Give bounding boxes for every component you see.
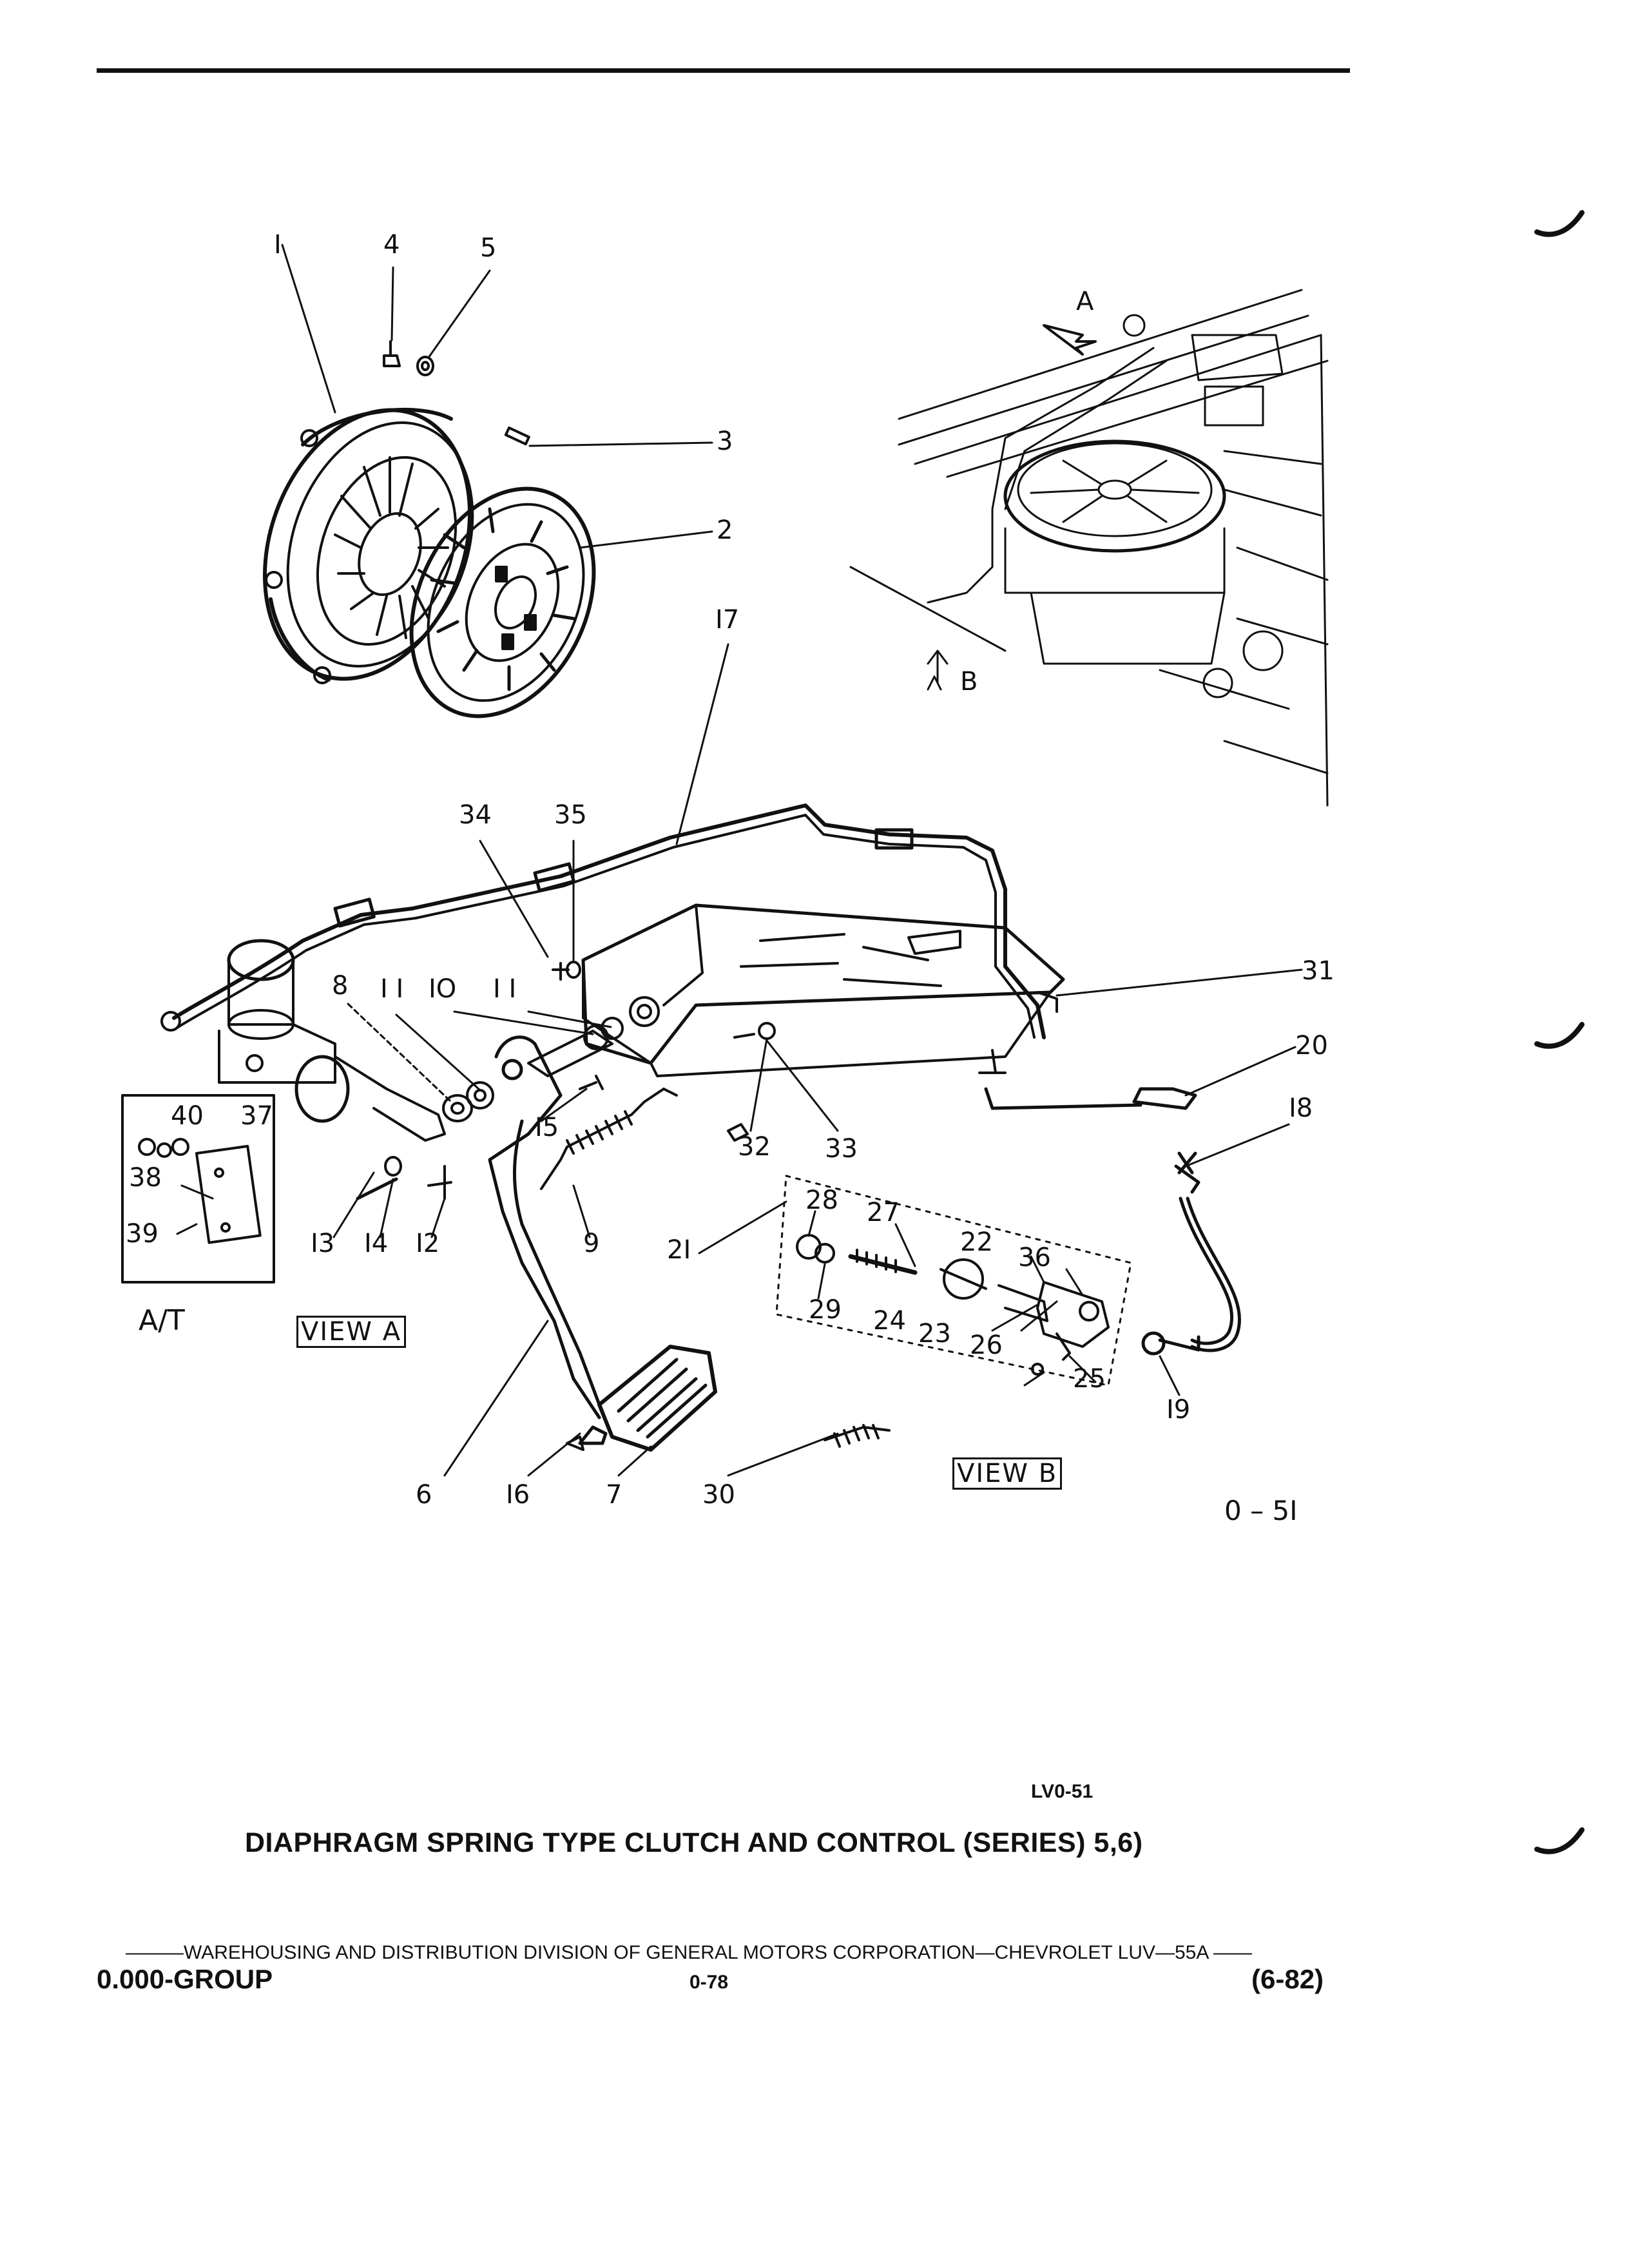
callout-31: 31 (1302, 956, 1335, 986)
view-a-label: VIEW A (296, 1316, 407, 1348)
master-cylinder (218, 939, 446, 1142)
callout-1: I (274, 230, 282, 260)
callout-33: 33 (825, 1134, 858, 1164)
pivot-parts (442, 1017, 624, 1122)
callout-35: 35 (554, 800, 587, 830)
binder-mark-2 (1534, 1022, 1585, 1049)
page-title: DIAPHRAGM SPRING TYPE CLUTCH AND CONTROL… (245, 1827, 1143, 1858)
callout-17: I7 (715, 605, 740, 635)
callout-6: 6 (416, 1480, 432, 1510)
clutch-pedal (488, 1035, 717, 1452)
callout-27: 27 (867, 1198, 900, 1227)
return-spring (540, 1088, 678, 1190)
view-marker-a: A (1076, 287, 1094, 316)
callout-25: 25 (1073, 1364, 1106, 1394)
binder-mark-1 (1534, 210, 1585, 237)
footer-page-number: 0-78 (689, 1972, 729, 1993)
clutch-disc (409, 486, 596, 718)
pedal-bracket (581, 903, 1065, 1077)
callout-39: 39 (126, 1219, 159, 1249)
at-parts (138, 1138, 262, 1244)
callout-11-right: I I (493, 974, 517, 1004)
callout-8: 8 (332, 971, 349, 1001)
footer-publisher-line: ———WAREHOUSING AND DISTRIBUTION DIVISION… (126, 1942, 1253, 1963)
small-fasteners-top (383, 340, 530, 446)
binder-mark-3 (1534, 1827, 1585, 1854)
pressure-plate-assembly (263, 407, 474, 684)
view-b-label: VIEW B (952, 1457, 1063, 1490)
spring-30 (824, 1424, 891, 1448)
callout-40: 40 (171, 1101, 204, 1131)
callout-16: I6 (506, 1480, 530, 1510)
engine-bay-view (849, 289, 1329, 807)
callout-30: 30 (702, 1480, 735, 1510)
callout-20: 20 (1295, 1031, 1328, 1061)
callout-23: 23 (918, 1319, 951, 1349)
at-box (121, 1094, 275, 1283)
callout-21: 2I (667, 1235, 691, 1265)
callout-37: 37 (240, 1101, 273, 1131)
at-label: A/T (139, 1304, 185, 1337)
callout-36: 36 (1018, 1243, 1051, 1273)
callout-3: 3 (717, 427, 733, 456)
slave-cylinder-view (775, 1175, 1132, 1387)
top-rule (97, 68, 1350, 73)
callout-7: 7 (606, 1480, 622, 1510)
callout-29: 29 (809, 1295, 842, 1325)
callout-22: 22 (960, 1227, 993, 1257)
callout-2: 2 (717, 515, 733, 545)
leader-lines (176, 244, 1303, 1477)
callout-18: I8 (1289, 1093, 1313, 1123)
footer-date: (6-82) (1251, 1964, 1324, 1994)
callout-11-left: I I (380, 974, 404, 1004)
callout-5: 5 (480, 233, 497, 263)
callout-24: 24 (873, 1306, 906, 1336)
callout-32: 32 (738, 1132, 771, 1162)
callout-4: 4 (383, 230, 400, 260)
callout-13: I3 (311, 1229, 335, 1258)
callout-14: I4 (364, 1229, 389, 1258)
callout-10: IO (429, 974, 457, 1004)
view-marker-b: B (960, 667, 978, 697)
clutch-cable (160, 803, 1046, 1039)
callout-34: 34 (459, 800, 492, 830)
hydraulic-hose (984, 1087, 1242, 1356)
callout-12: I2 (416, 1229, 440, 1258)
drawing-code: LV0-51 (1031, 1781, 1094, 1802)
callout-15: I5 (535, 1113, 559, 1142)
figure-number: 0 – 5I (1224, 1495, 1298, 1526)
callout-38: 38 (129, 1163, 162, 1193)
callout-19: I9 (1166, 1395, 1191, 1425)
callout-26: 26 (970, 1331, 1003, 1360)
callout-9: 9 (583, 1229, 600, 1258)
callout-28: 28 (805, 1186, 838, 1215)
footer-group: 0.000-GROUP (97, 1964, 273, 1994)
